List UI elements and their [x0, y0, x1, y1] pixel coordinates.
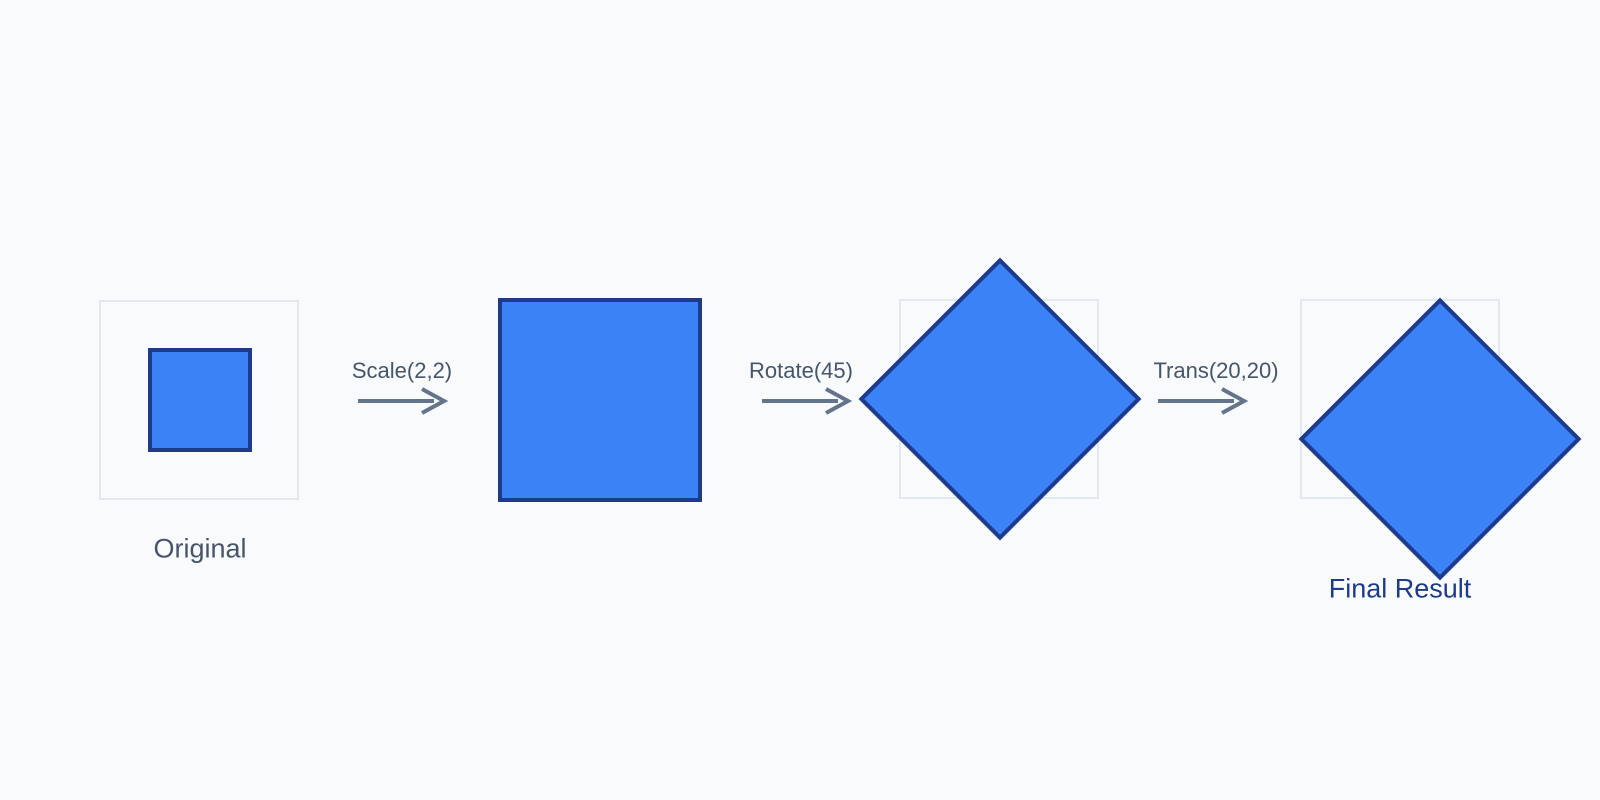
- rotate-transform-label: Rotate(45): [749, 358, 853, 383]
- original-label: Original: [153, 533, 247, 564]
- original-square-shape: [148, 348, 252, 452]
- scaled-square-shape: [498, 298, 702, 502]
- translate-transform-label: Trans(20,20): [1153, 358, 1279, 383]
- original-bounds-frame: [99, 300, 299, 500]
- right-arrow-icon: [358, 387, 448, 415]
- right-arrow-icon: [1158, 387, 1248, 415]
- scale-transform-label: Scale(2,2): [351, 358, 453, 383]
- final-result-label: Final Result: [1328, 573, 1472, 604]
- right-arrow-icon: [762, 387, 852, 415]
